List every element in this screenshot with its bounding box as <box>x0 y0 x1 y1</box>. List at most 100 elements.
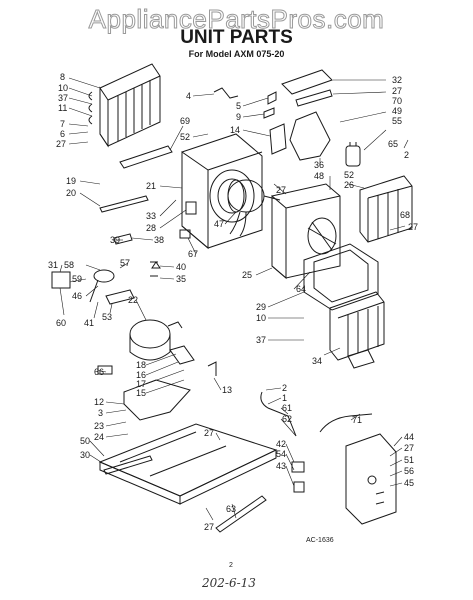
callout: 27 <box>392 86 402 96</box>
callout: 58 <box>64 260 74 270</box>
callout: 11 <box>58 103 67 113</box>
callout: 2 <box>282 383 287 393</box>
callout: 50 <box>80 436 90 446</box>
callout: 21 <box>146 181 156 191</box>
callout: 59 <box>72 274 82 284</box>
control-box <box>345 433 397 525</box>
relay <box>51 271 71 289</box>
callout: 9 <box>236 112 241 122</box>
callout: 41 <box>84 318 94 328</box>
callout: 24 <box>94 432 104 442</box>
callout: 30 <box>80 450 90 460</box>
callout: 62 <box>282 414 292 424</box>
callout: 67 <box>188 249 198 259</box>
top-bracket <box>295 89 333 107</box>
callout: 18 <box>136 360 146 370</box>
grille-frame <box>303 243 379 311</box>
callout: 51 <box>404 455 414 465</box>
callout: 44 <box>404 432 414 442</box>
top-strip <box>281 69 333 95</box>
callout: 52 <box>344 170 354 180</box>
callout: 66 <box>94 367 104 377</box>
insulation-strip-2 <box>99 195 149 213</box>
callout-labels: 8 10 37 11 7 6 27 4 5 9 14 69 52 32 27 7… <box>48 72 418 532</box>
callout: 14 <box>230 125 240 135</box>
fan-shroud <box>181 133 263 250</box>
callout: 40 <box>176 262 186 272</box>
callout: 46 <box>72 291 82 301</box>
switch <box>291 461 305 473</box>
callout: 2 <box>404 150 409 160</box>
callout: 37 <box>256 335 266 345</box>
callout: 3 <box>98 408 103 418</box>
callout: 63 <box>226 504 236 514</box>
callout: 27 <box>276 185 286 195</box>
blower-housing <box>271 183 341 280</box>
evaporator-coil <box>359 175 413 243</box>
callout: 27 <box>56 139 66 149</box>
callout: 13 <box>222 385 232 395</box>
diagram-code: AC-1636 <box>306 537 334 544</box>
callout: 5 <box>236 101 241 111</box>
callout: 25 <box>242 270 252 280</box>
callout: 8 <box>60 72 65 82</box>
callout: 33 <box>146 211 156 221</box>
foam-strip <box>215 495 267 533</box>
callout: 27 <box>204 428 214 438</box>
callout: 12 <box>94 397 104 407</box>
callout: 22 <box>128 295 138 305</box>
callout: 61 <box>282 403 292 413</box>
callout: 19 <box>66 176 76 186</box>
condenser-coil <box>88 63 161 148</box>
callout: 32 <box>392 75 402 85</box>
callout: 64 <box>296 284 306 294</box>
callout: 17 <box>136 379 146 389</box>
callout: 6 <box>60 129 65 139</box>
model-subtitle: For Model AXM 075-20 <box>188 49 285 59</box>
callout: 53 <box>102 312 112 322</box>
callout: 27 <box>204 522 214 532</box>
callout: 27 <box>408 222 418 232</box>
callout: 70 <box>392 96 402 106</box>
power-cord <box>319 413 373 433</box>
callout: 28 <box>146 223 156 233</box>
callout: 69 <box>180 116 190 126</box>
callout: 56 <box>404 466 414 476</box>
callout: 35 <box>176 274 186 284</box>
callout: 23 <box>94 421 104 431</box>
callout: 42 <box>276 439 286 449</box>
callout: 36 <box>314 160 324 170</box>
callout: 45 <box>404 478 414 488</box>
capacitor-2 <box>93 269 115 283</box>
callout: 29 <box>256 302 266 312</box>
handwritten-note: 202-6-13 <box>202 576 256 590</box>
base-pan <box>98 423 278 505</box>
callout: 48 <box>314 171 324 181</box>
callout: 16 <box>136 370 146 380</box>
filter-coil <box>329 291 385 361</box>
callout: 71 <box>352 415 362 425</box>
callout: 38 <box>154 235 164 245</box>
callout: 26 <box>344 180 354 190</box>
callout: 15 <box>136 388 146 398</box>
callout: 52 <box>180 132 190 142</box>
page-number: 2 <box>229 562 233 569</box>
callout: 10 <box>256 313 266 323</box>
callout: 20 <box>66 188 76 198</box>
callout: 47 <box>214 219 224 229</box>
wire-harness <box>260 391 297 437</box>
callout: 68 <box>400 210 410 220</box>
callout: 31 <box>48 260 58 270</box>
callout: 49 <box>392 106 402 116</box>
callout: 27 <box>404 443 414 453</box>
callout: 34 <box>312 356 322 366</box>
insulation-strip <box>119 145 173 169</box>
compressor-base <box>123 379 191 421</box>
callout: 57 <box>120 258 130 268</box>
callout: 65 <box>388 139 398 149</box>
callout: 55 <box>392 116 402 126</box>
compressor <box>129 319 183 361</box>
callout: 60 <box>56 318 66 328</box>
